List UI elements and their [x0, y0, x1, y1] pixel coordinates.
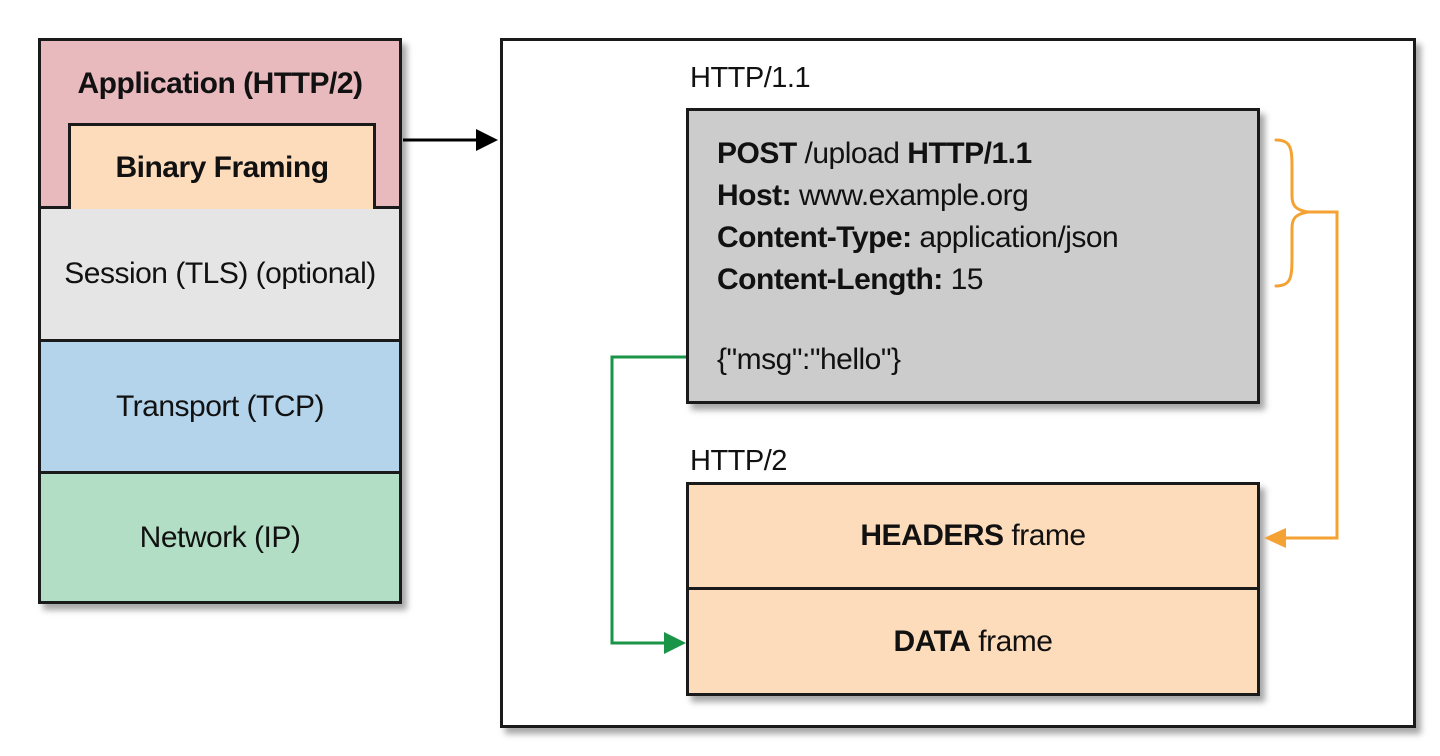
headers-brace-icon [1274, 138, 1309, 288]
headers-frame-suffix: frame [1003, 519, 1086, 552]
data-frame-suffix: frame [970, 624, 1053, 658]
header-name: Content-Type: [717, 221, 912, 254]
request-path: /upload [796, 137, 908, 170]
header-value: www.example.org [791, 179, 1029, 212]
http11-title: HTTP/1.1 [690, 62, 811, 94]
header-content-type: Content-Type: application/json [717, 221, 1119, 255]
headers-frame-name: HEADERS [860, 519, 1004, 552]
binary-framing-layer: Binary Framing [68, 123, 376, 209]
data-frame-name: DATA [893, 624, 971, 658]
network-layer-label: Network (IP) [139, 520, 301, 554]
request-line: POST /upload HTTP/1.1 [717, 137, 1032, 171]
headers-frame: HEADERS frame [689, 485, 1257, 590]
session-layer: Session (TLS) (optional) [41, 209, 399, 342]
header-name: Content-Length: [717, 263, 943, 296]
http2-title: HTTP/2 [690, 445, 787, 477]
session-layer-label: Session (TLS) (optional) [64, 257, 376, 290]
header-value: application/json [911, 221, 1119, 254]
transport-layer: Transport (TCP) [41, 342, 399, 474]
binary-framing-label: Binary Framing [115, 150, 329, 184]
request-method: POST [717, 137, 797, 170]
header-value: 15 [942, 263, 984, 296]
header-content-length: Content-Length: 15 [717, 263, 983, 297]
body-connector-arrow [610, 355, 686, 654]
transport-layer-label: Transport (TCP) [115, 389, 325, 423]
headers-connector-arrow [1264, 210, 1339, 548]
http2-frames-box: HEADERS frame DATA frame [686, 482, 1260, 696]
http11-request-box: POST /upload HTTP/1.1 Host: www.example.… [686, 108, 1260, 404]
application-layer-label: Application (HTTP/2) [77, 67, 364, 100]
data-frame: DATA frame [689, 590, 1257, 693]
header-name: Host: [717, 179, 792, 212]
protocol-stack: Application (HTTP/2) Binary Framing Sess… [38, 38, 402, 604]
header-host: Host: www.example.org [717, 179, 1029, 213]
request-version: HTTP/1.1 [907, 137, 1032, 170]
request-body: {"msg":"hello"} [717, 343, 901, 376]
network-layer: Network (IP) [41, 474, 399, 601]
stack-to-panel-arrow [403, 129, 498, 151]
